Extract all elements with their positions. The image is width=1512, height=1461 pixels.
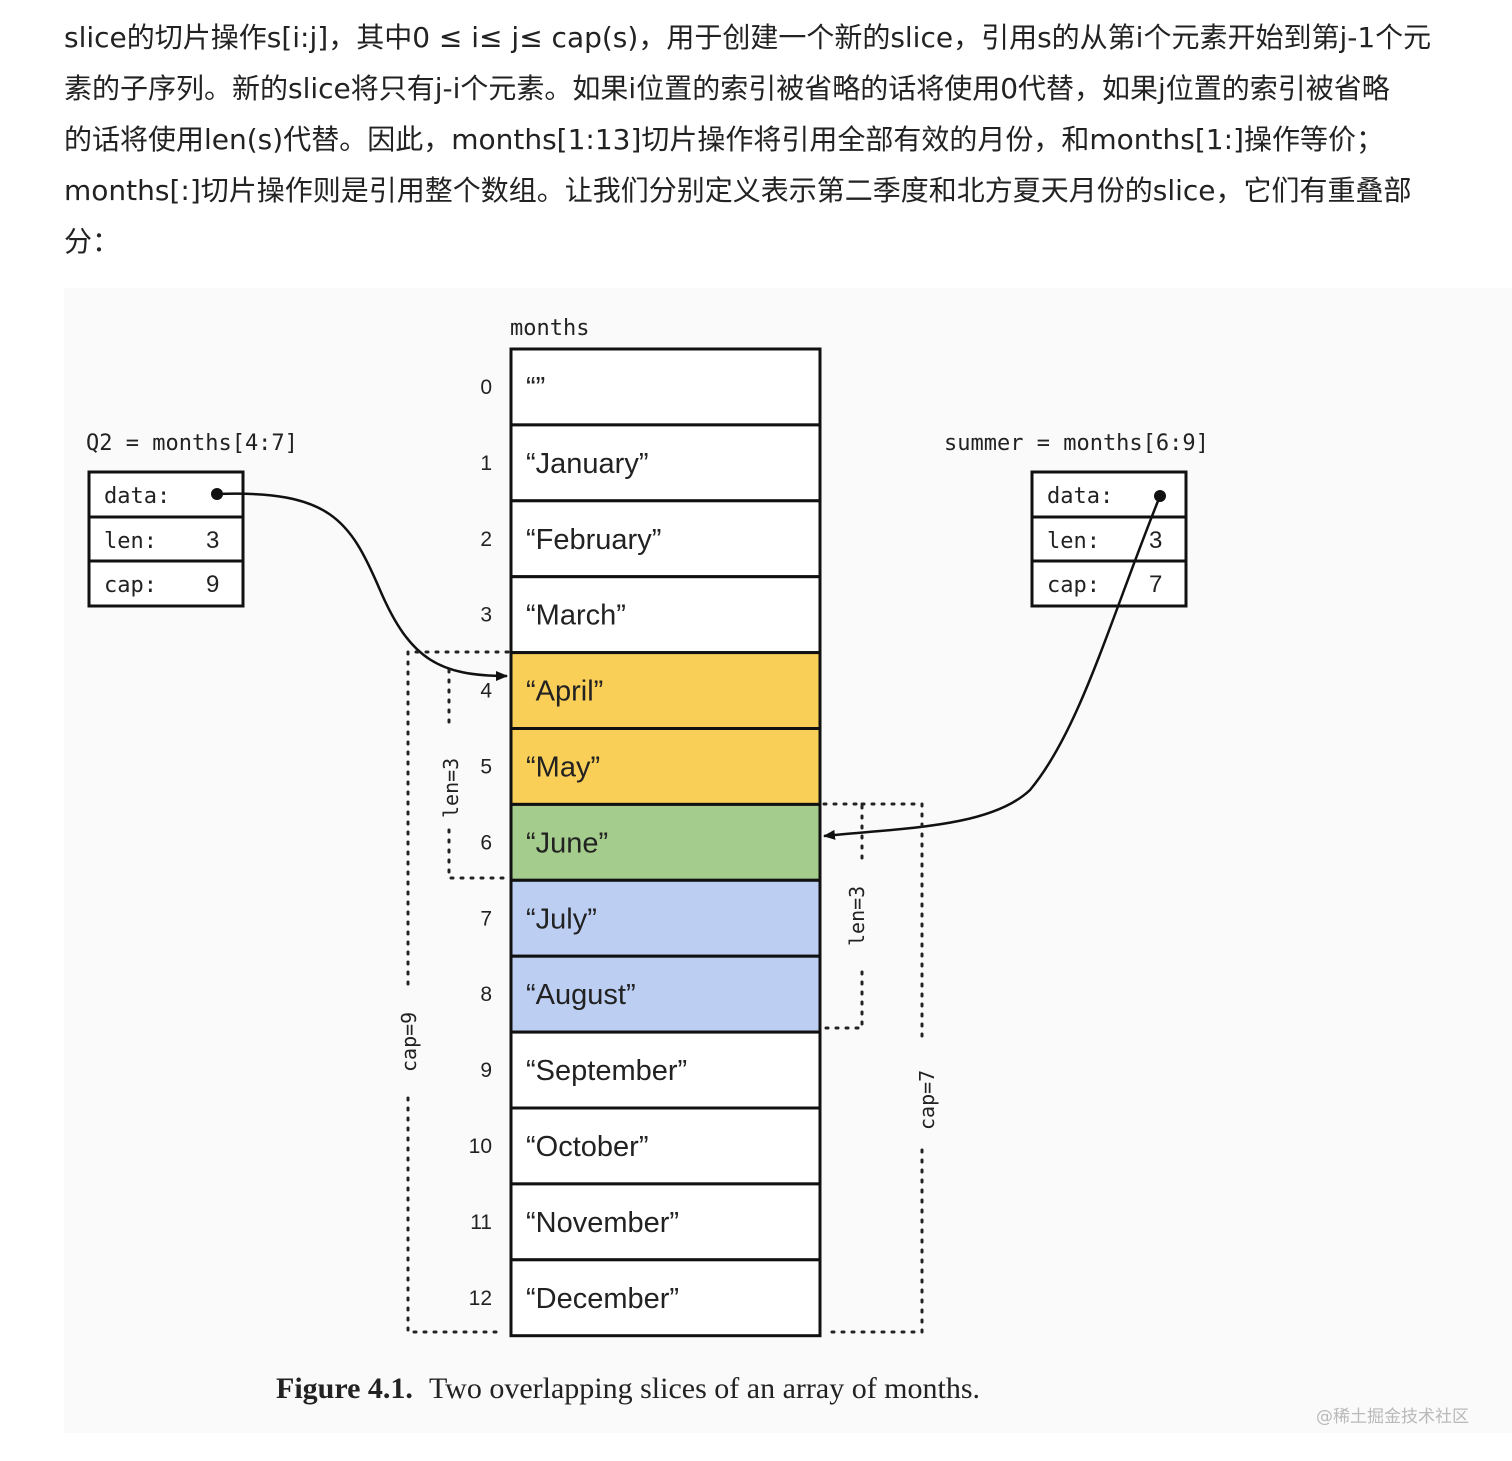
array-cell: 8 “August”	[480, 954, 822, 1034]
summer-len-label: len:	[1047, 529, 1100, 554]
array-cells: 0 “” 1 “January” 2 “February” 3 “March” 4 “April”…	[469, 347, 822, 1338]
array-index-label: 12	[469, 1287, 492, 1310]
array-cell-value: “October”	[526, 1131, 648, 1163]
array-cell: 10 “October”	[469, 1106, 822, 1186]
watermark: @稀土掘金技术社区	[1316, 1407, 1469, 1427]
array-index-label: 10	[469, 1135, 492, 1158]
array-cell: 2 “February”	[480, 499, 822, 579]
array-cell-value: “April”	[526, 676, 603, 708]
array-cell: 4 “April”	[480, 651, 822, 730]
array-cell-value: “December”	[526, 1283, 679, 1315]
summer-cap-bracket-label: cap=7	[915, 1070, 939, 1130]
q2-cap-value: 9	[206, 571, 219, 598]
array-index-label: 9	[480, 1059, 492, 1082]
array-cell-value: “May”	[526, 751, 600, 783]
array-cell-value: “February”	[526, 524, 661, 556]
figure-caption-number: Figure 4.1.	[276, 1372, 413, 1405]
array-cell-box	[509, 1106, 822, 1186]
array-cell: 0 “”	[480, 347, 822, 427]
array-cell: 9 “September”	[480, 1030, 822, 1110]
q2-len-value: 3	[206, 527, 219, 554]
array-cell-box	[509, 1258, 822, 1338]
paragraph-line: 的话将使用len(s)代替。因此，months[1:13]切片操作将引用全部有效…	[64, 123, 1384, 156]
paragraph-line: 素的子序列。新的slice将只有j-i个元素。如果i位置的索引被省略的话将使用0…	[64, 72, 1390, 105]
array-cell-value: “November”	[526, 1207, 679, 1239]
summer-label: summer = months[6:9]	[944, 431, 1209, 456]
figure-caption-text: Two overlapping slices of an array of mo…	[429, 1372, 980, 1405]
array-cell-box	[509, 499, 822, 579]
array-cell-value: “March”	[526, 600, 626, 632]
paragraph-line: 分：	[64, 225, 121, 258]
array-label: months	[510, 316, 589, 341]
q2-cap-bracket-label: cap=9	[397, 1012, 421, 1072]
array-cell: 6 “June”	[480, 802, 822, 882]
array-index-label: 2	[480, 528, 492, 551]
summer-len-bracket-label: len=3	[845, 886, 869, 946]
array-cell: 3 “March”	[480, 575, 822, 655]
array-cell: 1 “January”	[480, 423, 822, 503]
array-cell-value: “September”	[526, 1055, 687, 1087]
summer-data-label: data:	[1047, 484, 1113, 509]
slice-diagram-figure: months 0 “” 1 “January” 2 “February” 3 “March” 4…	[64, 288, 1512, 1433]
q2-len-label: len:	[104, 529, 157, 554]
array-cell-box	[509, 423, 822, 503]
summer-slice-header: data: len: 3 cap: 7	[1030, 470, 1188, 608]
array-index-label: 4	[480, 680, 492, 703]
q2-data-pointer-arrow	[216, 492, 508, 681]
array-cell-box	[509, 1182, 822, 1262]
array-index-label: 11	[470, 1211, 492, 1234]
slice-diagram: months 0 “” 1 “January” 2 “February” 3 “March” 4…	[86, 316, 1209, 1405]
summer-data-pointer-arrow	[823, 495, 1162, 840]
q2-label: Q2 = months[4:7]	[86, 431, 298, 456]
q2-slice-header: data: len: 3 cap: 9	[87, 470, 245, 608]
q2-data-label: data:	[104, 484, 170, 509]
array-index-label: 7	[480, 907, 492, 930]
array-index-label: 0	[480, 376, 492, 399]
array-cell: 7 “July”	[480, 878, 822, 958]
paragraph-line: slice的切片操作s[i:j]，其中0 ≤ i≤ j≤ cap(s)，用于创建…	[64, 21, 1432, 54]
summer-cap-value: 7	[1149, 571, 1162, 598]
figure-caption: Figure 4.1. Two overlapping slices of an …	[276, 1372, 980, 1405]
summer-cap-label: cap:	[1047, 573, 1100, 598]
array-index-label: 8	[480, 983, 492, 1006]
summer-cap-bracket	[824, 802, 924, 1334]
array-cell: 5 “May”	[480, 727, 822, 806]
array-cell-value: “January”	[526, 448, 649, 480]
q2-len-bracket-label: len=3	[439, 758, 463, 818]
summer-len-value: 3	[1149, 527, 1162, 554]
q2-cap-label: cap:	[104, 573, 157, 598]
summer-len-bracket	[822, 802, 864, 1030]
array-cell-box	[509, 802, 822, 882]
array-index-label: 5	[480, 755, 492, 778]
array-cell: 12 “December”	[469, 1258, 822, 1338]
array-index-label: 3	[480, 604, 492, 627]
array-cell: 11 “November”	[470, 1182, 822, 1262]
array-cell-value: “”	[526, 372, 545, 404]
array-cell-box	[509, 954, 822, 1034]
array-index-label: 1	[480, 452, 492, 475]
array-cell-value: “June”	[526, 827, 608, 859]
array-cell-value: “July”	[526, 903, 597, 935]
intro-paragraph: slice的切片操作s[i:j]，其中0 ≤ i≤ j≤ cap(s)，用于创建…	[64, 12, 1512, 267]
q2-cap-bracket	[406, 650, 510, 1334]
array-cell-box	[509, 651, 822, 730]
array-cell-box	[509, 347, 822, 427]
array-index-label: 6	[480, 831, 492, 854]
q2-len-bracket	[447, 668, 508, 880]
array-cell-value: “August”	[526, 979, 636, 1011]
paragraph-line: months[:]切片操作则是引用整个数组。让我们分别定义表示第二季度和北方夏天…	[64, 174, 1412, 207]
